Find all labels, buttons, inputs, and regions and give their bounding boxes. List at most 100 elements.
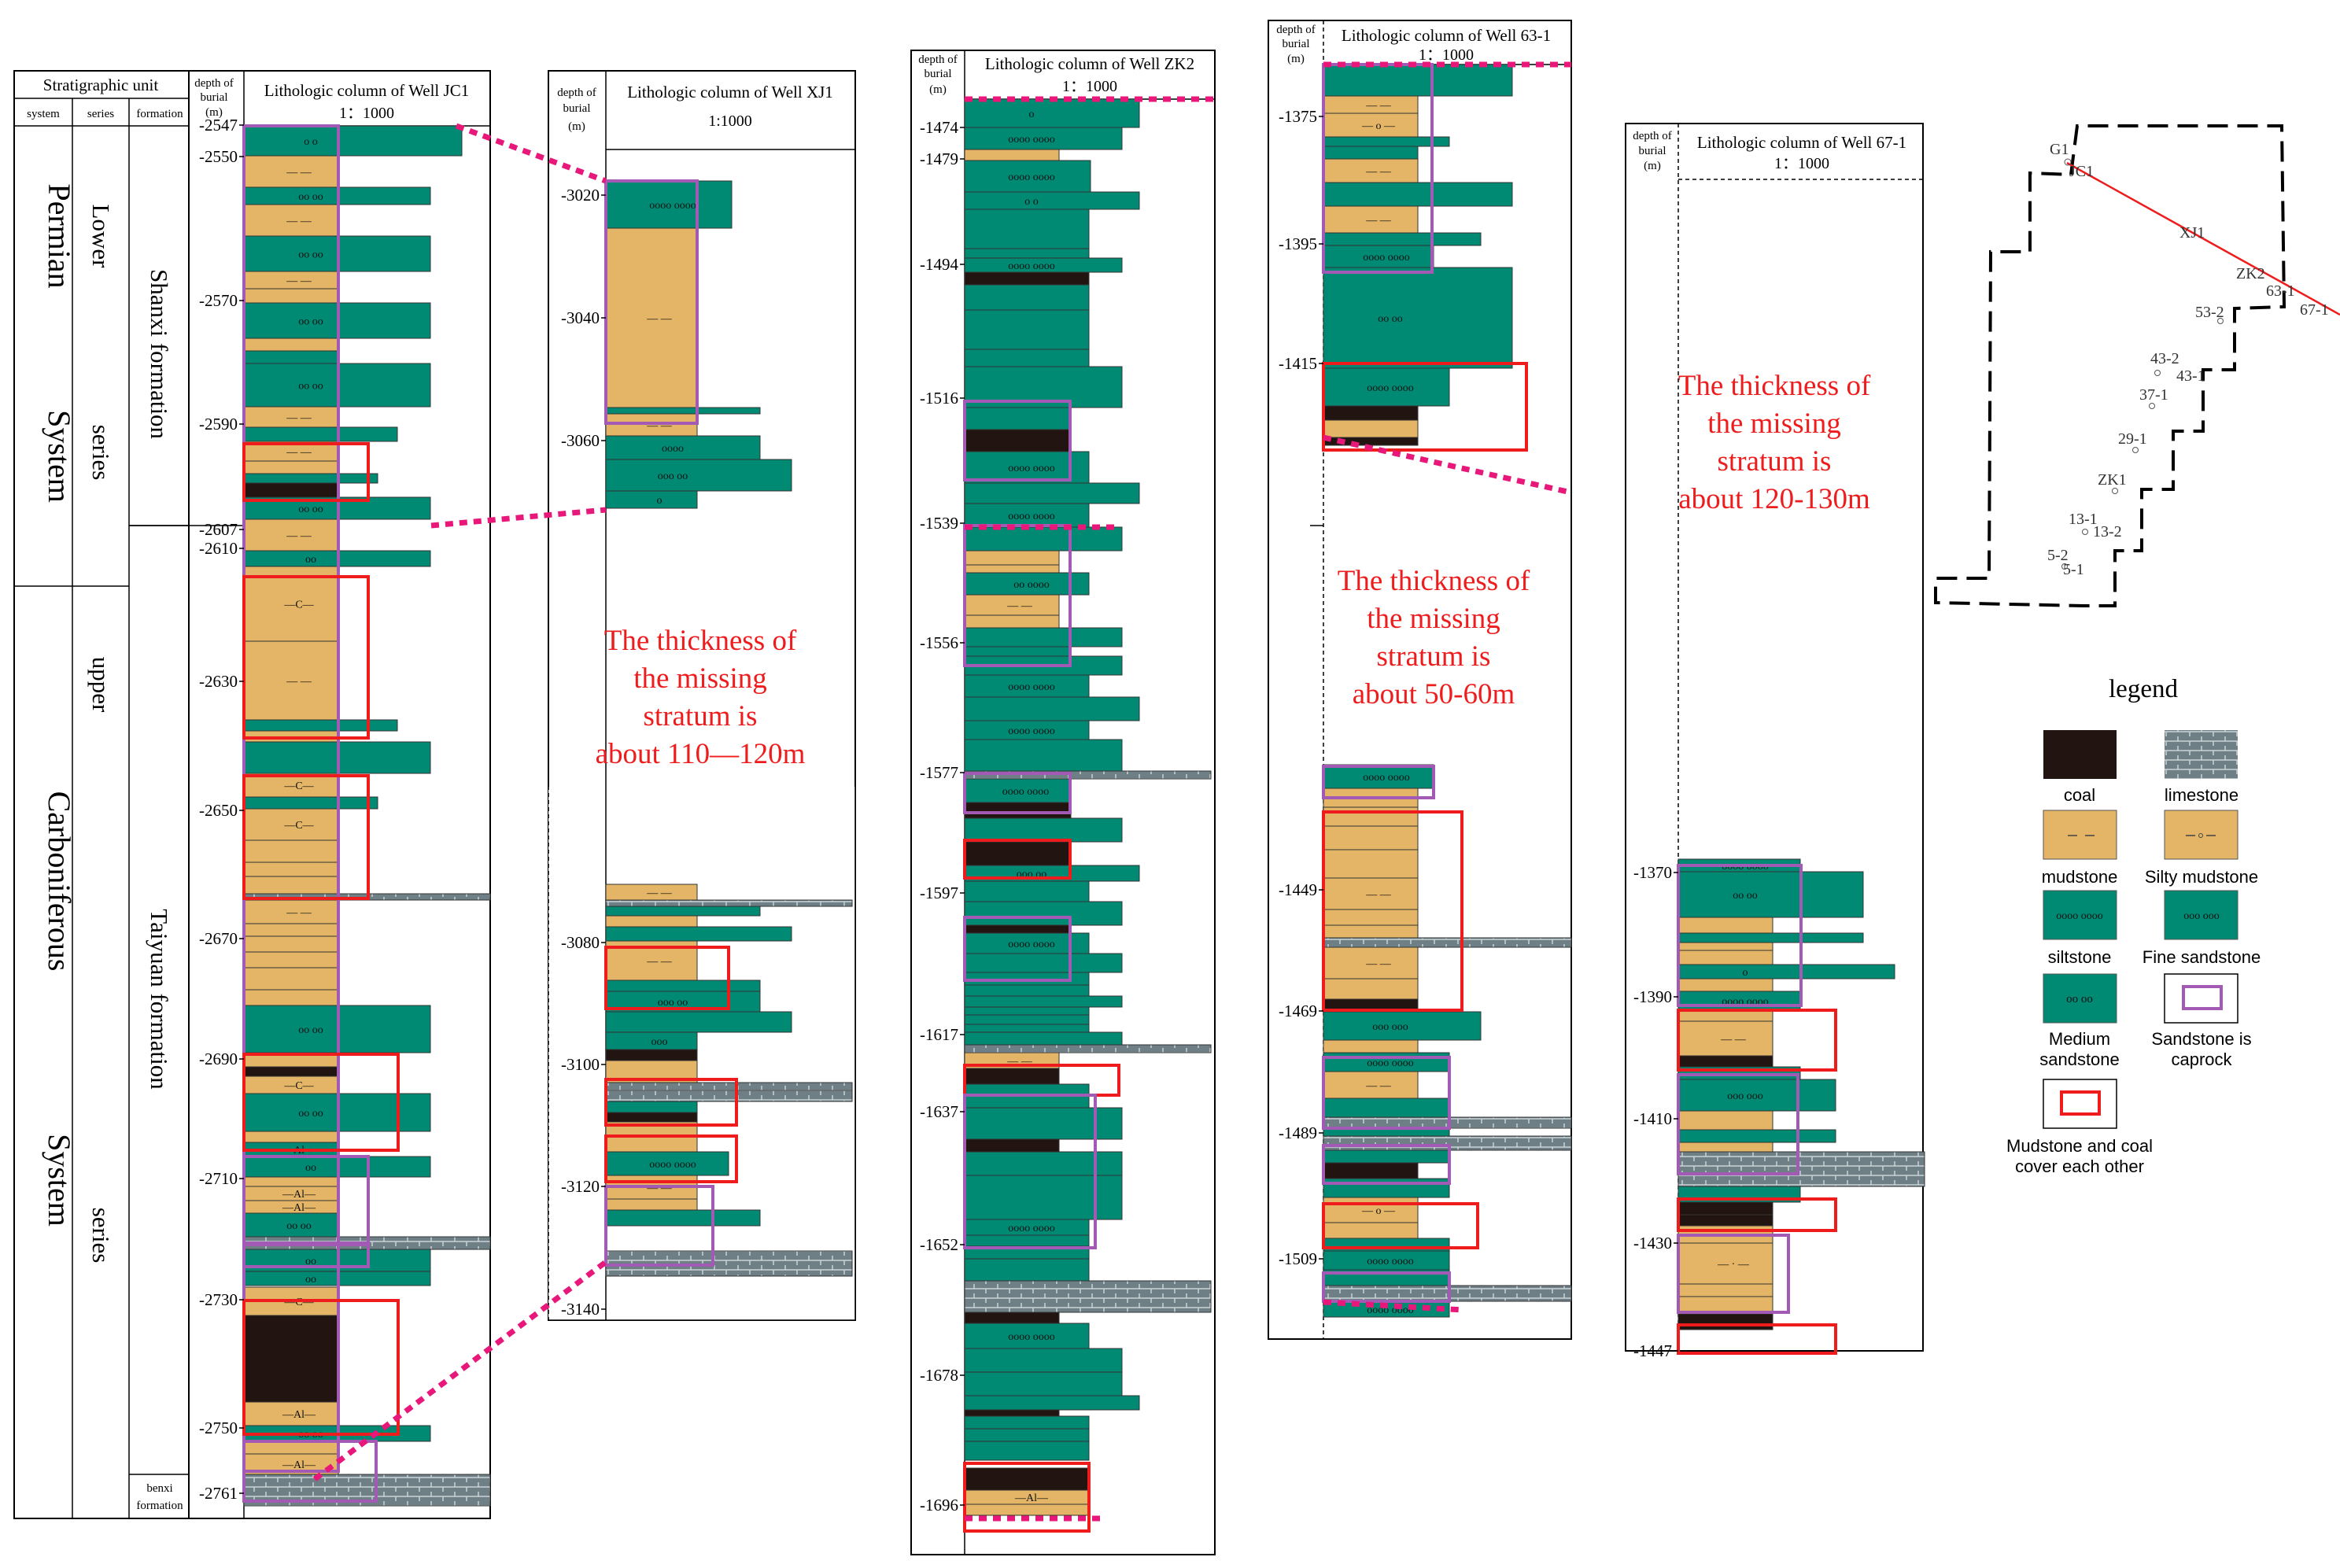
depth-tick-label: -2710	[199, 1169, 238, 1188]
mudstone-layer	[1323, 419, 1419, 438]
mudstone-layer	[243, 338, 339, 352]
sandstone-layer	[1677, 1129, 1836, 1143]
lithology-symbol: oooo oooo	[1367, 1057, 1414, 1069]
caprock-outline-box	[242, 1440, 378, 1503]
coal-seam	[964, 802, 1072, 819]
xj1-depth-header-3: (m)	[568, 120, 585, 133]
lithology-symbol: — —	[646, 956, 673, 968]
sandstone-layer	[964, 572, 1090, 596]
lithology-symbol: — —	[1006, 600, 1033, 612]
limestone-layer	[605, 1090, 853, 1102]
mudstone-layer	[1323, 924, 1419, 939]
mudstone-layer	[1677, 978, 1773, 992]
lithology-symbol: — —	[1365, 215, 1392, 227]
map-label-13-2: 13-2	[2093, 523, 2122, 540]
depth-tick-label: -2547	[199, 116, 238, 135]
sandstone-layer	[1323, 367, 1450, 407]
map-label-63-1: 63-1	[2266, 282, 2295, 300]
annotation-631-line3: stratum is	[1377, 640, 1491, 673]
caprock-outline-box	[1322, 765, 1435, 799]
legend-label-medium: Medium	[2049, 1029, 2110, 1049]
sandstone-layer	[1323, 1149, 1450, 1164]
sandstone-layer	[605, 926, 792, 942]
correlation-dash-line	[312, 1260, 608, 1481]
coal-seam	[1677, 1055, 1773, 1068]
depth-tick-label: -2630	[199, 672, 238, 691]
cover-outline-box	[963, 839, 1072, 880]
lithology-symbol: — —	[1720, 1034, 1747, 1046]
sandstone-layer	[605, 407, 761, 415]
mudstone-layer	[243, 989, 339, 1006]
mudstone-layer	[605, 1135, 698, 1153]
depth-tick-label: -1617	[920, 1025, 958, 1044]
well-67-1-scale: 1：1000	[1774, 155, 1829, 172]
cover-outline-box	[1322, 1202, 1479, 1249]
annotation-671-line3: stratum is	[1718, 445, 1832, 478]
depth-tick-label: -2550	[199, 147, 238, 166]
caprock-outline-box	[242, 1243, 370, 1268]
lithology-symbol: — —	[1365, 100, 1392, 112]
lithology-symbol: oooo	[662, 443, 684, 455]
mudstone-layer	[1323, 1039, 1419, 1053]
lithology-symbol: oooo oooo	[649, 1159, 696, 1171]
sandstone-layer	[605, 180, 733, 229]
svg-text:oo oo: oo oo	[2066, 993, 2093, 1005]
stratigraphic-unit-table: Stratigraphic unit system series formati…	[13, 70, 190, 1519]
annotation-xj1: The thickness of the missing stratum is …	[596, 625, 806, 770]
lithology-symbol: ooo ooo	[1372, 1021, 1408, 1033]
cover-outline-box	[242, 1299, 400, 1436]
correlation-dash-line	[1323, 1299, 1464, 1313]
lithology-symbol: oooo oooo	[1008, 511, 1055, 522]
sandstone-layer	[605, 1011, 792, 1033]
sandstone-layer	[964, 309, 1090, 350]
sandstone-layer	[1323, 146, 1419, 160]
well-xj1-title: Lithologic column of Well XJ1	[627, 83, 833, 101]
limestone-layer	[1323, 937, 1572, 948]
mudstone-layer	[243, 288, 339, 304]
depth-tick-label: -1479	[920, 149, 958, 168]
lithology-symbol: oo oo	[298, 191, 323, 203]
sandstone-layer	[1323, 1098, 1450, 1118]
mudstone-layer	[1677, 1020, 1773, 1057]
sandstone-layer	[243, 426, 398, 442]
sandstone-layer	[605, 1209, 761, 1227]
sandstone-layer	[964, 284, 1090, 311]
depth-tick-label: -2730	[199, 1290, 238, 1309]
mudstone-layer	[964, 614, 1060, 629]
lithology-symbol: — —	[286, 167, 312, 179]
map-well-point	[2061, 563, 2068, 570]
legend-label-cover-2: cover each other	[2015, 1157, 2144, 1176]
coal-seam	[1323, 1162, 1419, 1179]
sandstone-layer	[1323, 267, 1513, 369]
lithology-symbol: oooo oooo	[1008, 134, 1055, 146]
coal-seam	[964, 924, 1072, 934]
lithology-symbol: oooo oooo	[1367, 382, 1414, 394]
lithology-symbol: —C—	[283, 1297, 314, 1308]
mudstone-layer	[243, 406, 339, 428]
depth-tick-label: -3040	[561, 308, 600, 327]
limestone-layer	[964, 1044, 1212, 1053]
xj1-depth-header-2: burial	[563, 102, 591, 115]
map-label-g1: G1	[2050, 141, 2069, 158]
lithology-symbol: oo oooo	[1013, 579, 1050, 591]
limestone-layer	[1323, 1116, 1572, 1129]
sandstone-layer	[1323, 232, 1482, 246]
lithology-symbol: oo	[305, 1162, 316, 1174]
lithology-symbol: oo oo	[298, 249, 323, 261]
mudstone-layer	[243, 460, 339, 474]
map-label-zk1: ZK1	[2098, 471, 2127, 489]
system-carboniferous: Carboniferous	[42, 791, 77, 972]
sandstone-layer	[964, 160, 1091, 193]
depth-tick-label: -2750	[199, 1419, 238, 1437]
cover-outline-box	[1677, 1197, 1837, 1232]
well-zk2-title: Lithologic column of Well ZK2	[985, 54, 1194, 73]
mudstone-layer	[1323, 113, 1419, 138]
annotation-671-line4: about 120-130m	[1678, 483, 1870, 515]
lithology-symbol: — —	[286, 530, 312, 542]
mudstone-layer	[1323, 978, 1419, 1000]
sandstone-layer	[964, 1395, 1140, 1411]
lithology-symbol: o o	[304, 136, 318, 148]
siltstone-swatch	[2043, 890, 2117, 940]
caprock-outline-box	[1322, 1144, 1451, 1185]
legend: legend coal limestone mudstone Silty mud…	[2006, 675, 2261, 1176]
